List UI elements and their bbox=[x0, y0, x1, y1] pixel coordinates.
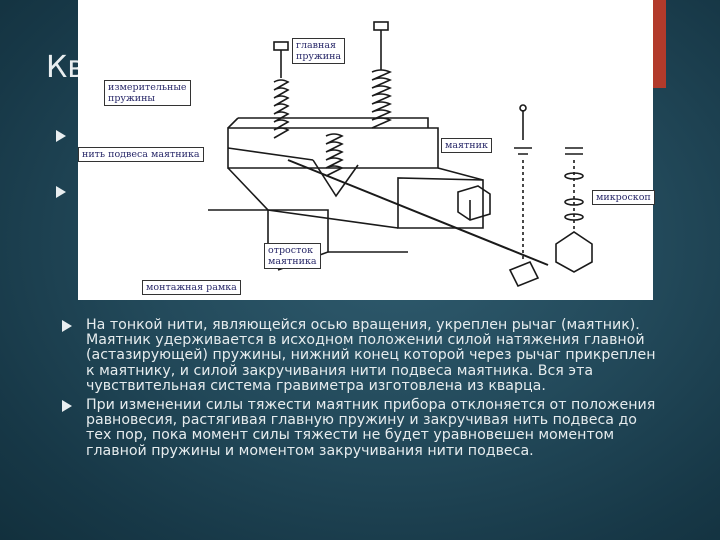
paragraph: На тонкой нити, являющейся осью вращения… bbox=[62, 317, 662, 394]
mirror bbox=[508, 260, 540, 288]
pendulum-block bbox=[457, 185, 491, 221]
left-knob bbox=[273, 41, 289, 51]
label-pendulum-stub: отросток маятника bbox=[264, 243, 321, 269]
label-suspension-thread: нить подвеса маятника bbox=[78, 147, 204, 162]
pendulum-rod bbox=[287, 159, 549, 266]
main-spring-coil bbox=[371, 69, 392, 129]
paragraph-text: На тонкой нити, являющейся осью вращения… bbox=[86, 317, 656, 394]
accent-bar bbox=[652, 0, 666, 88]
right-knob bbox=[373, 21, 389, 31]
label-microscope: микроскоп bbox=[592, 190, 655, 205]
bullet-arrow-icon bbox=[56, 130, 66, 142]
paragraph: При изменении силы тяжести маятник прибо… bbox=[62, 397, 662, 459]
label-measuring-springs: измерительные пружины bbox=[104, 80, 191, 106]
label-pendulum: маятник bbox=[441, 138, 492, 153]
slide-body: На тонкой нити, являющейся осью вращения… bbox=[62, 317, 662, 463]
measuring-spring bbox=[273, 79, 290, 139]
bullet-arrow-icon bbox=[62, 400, 72, 413]
paragraph-text: При изменении силы тяжести маятник прибо… bbox=[86, 397, 656, 459]
lower-spring bbox=[325, 133, 344, 177]
label-main-spring: главная пружина bbox=[292, 38, 346, 64]
bullet-arrow-icon bbox=[56, 186, 66, 198]
label-mounting-frame: монтажная рамка bbox=[142, 280, 241, 295]
bullet-arrow-icon bbox=[62, 320, 72, 332]
prism bbox=[555, 231, 593, 273]
gravimeter-diagram: главная пружина измерительные пружины ни… bbox=[78, 0, 655, 300]
